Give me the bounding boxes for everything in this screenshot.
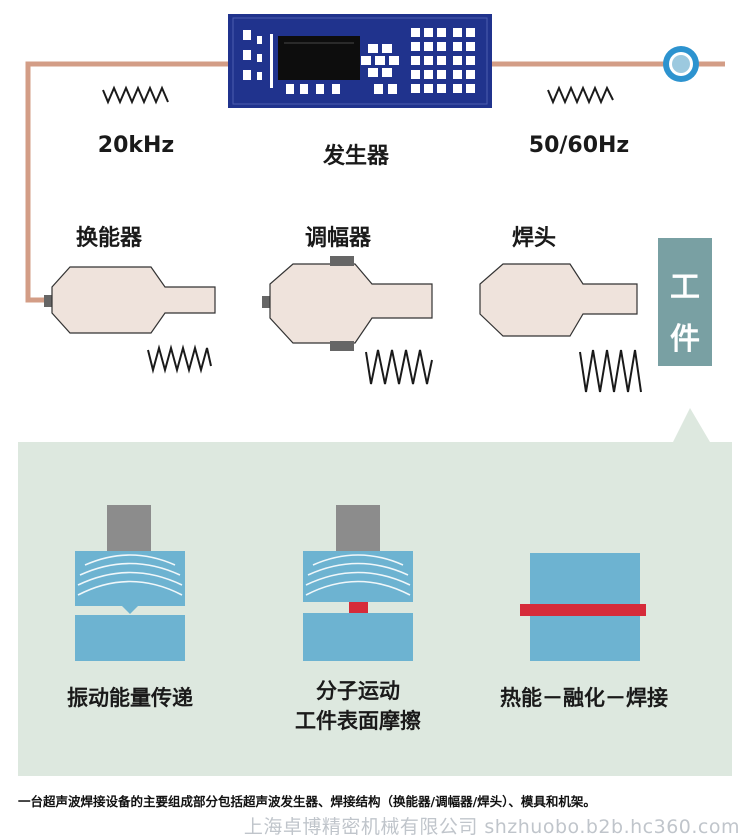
stage-vibration: [75, 505, 185, 661]
transducer-device: [44, 266, 216, 334]
wave-20khz-icon: [102, 85, 169, 105]
stage-weld: [520, 553, 646, 661]
booster-label: 调幅器: [305, 226, 372, 251]
stage-weld-line1: 热能－融化－焊接: [500, 686, 668, 710]
figure-caption: 一台超声波焊接设备的主要组成部分包括超声波发生器、焊接结构（换能器/调幅器/焊头…: [18, 794, 596, 809]
workpiece-block: [658, 238, 712, 366]
freq-right-label: 50/60Hz: [528, 133, 630, 158]
horn-label: 焊头: [512, 226, 557, 251]
transducer-label: 换能器: [76, 226, 143, 251]
wave-booster-icon: [365, 349, 433, 385]
horn-device: [479, 263, 638, 337]
workpiece-char-1: 工: [670, 270, 700, 305]
stage-vibration-label: 振动能量传递: [67, 683, 193, 713]
workpiece-char-2: 件: [670, 322, 700, 357]
booster-device: [262, 256, 433, 351]
wave-horn-icon: [579, 349, 642, 393]
watermark: 上海卓博精密机械有限公司 shzhuobo.b2b.hc360.com: [243, 816, 740, 838]
stage-friction-line2: 工件表面摩擦: [295, 709, 421, 733]
stage-vibration-line1: 振动能量传递: [67, 686, 193, 710]
freq-left-label: 20kHz: [97, 133, 175, 158]
power-connector-icon: [663, 46, 699, 82]
cable-left: [25, 61, 228, 303]
stage-friction-line1: 分子运动: [316, 679, 400, 703]
wave-transducer-icon: [147, 344, 212, 374]
generator-label: 发生器: [322, 144, 390, 169]
stage-weld-label: 热能－融化－焊接: [500, 683, 668, 713]
stage-friction-label: 分子运动 工件表面摩擦: [295, 676, 421, 736]
generator-device: [228, 14, 492, 108]
wave-50hz-icon: [547, 85, 614, 105]
stage-friction: [303, 505, 413, 661]
